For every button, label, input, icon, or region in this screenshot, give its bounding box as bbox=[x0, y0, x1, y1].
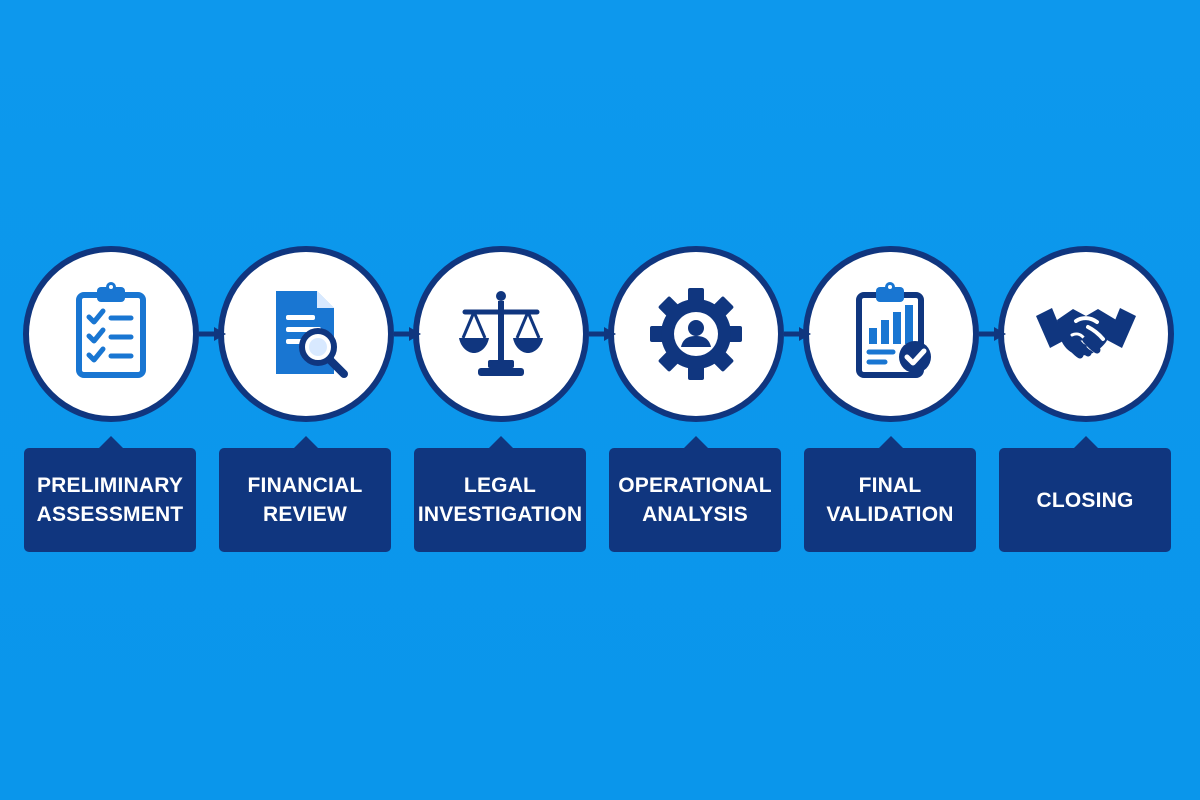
step-label-box: LEGAL INVESTIGATION bbox=[414, 448, 586, 552]
step-closing: CLOSING bbox=[998, 246, 1174, 556]
step-label: CLOSING bbox=[1036, 486, 1133, 515]
label-pointer bbox=[489, 436, 513, 448]
step-circle bbox=[803, 246, 979, 422]
step-preliminary-assessment: PRELIMINARY ASSESSMENT bbox=[23, 246, 226, 556]
step-label: PRELIMINARY ASSESSMENT bbox=[37, 471, 184, 529]
clipboard-chart-check-icon bbox=[856, 282, 931, 378]
flow-arrow bbox=[199, 324, 228, 344]
clipboard-checklist-icon bbox=[76, 282, 146, 378]
step-label: FINAL VALIDATION bbox=[826, 471, 953, 529]
step-circle bbox=[23, 246, 199, 422]
step-circle bbox=[218, 246, 394, 422]
step-label-line: ASSESSMENT bbox=[36, 503, 184, 526]
step-label-line: REVIEW bbox=[262, 503, 348, 526]
step-circle bbox=[608, 246, 784, 422]
flow-arrow bbox=[784, 324, 813, 344]
step-financial-review: FINANCIAL REVIEW bbox=[218, 246, 421, 556]
step-label: LEGAL INVESTIGATION bbox=[418, 471, 582, 529]
step-label-line: PRELIMINARY bbox=[36, 474, 184, 497]
handshake-icon bbox=[1036, 308, 1136, 359]
document-search-icon bbox=[276, 291, 348, 378]
step-label-line: VALIDATION bbox=[826, 503, 954, 526]
flow-arrow bbox=[394, 324, 423, 344]
label-pointer bbox=[294, 436, 318, 448]
scales-icon bbox=[459, 291, 543, 376]
label-pointer bbox=[879, 436, 903, 448]
flow-arrow bbox=[589, 324, 618, 344]
label-pointer bbox=[1074, 436, 1098, 448]
flow-arrow bbox=[979, 324, 1008, 344]
step-label-line: INVESTIGATION bbox=[417, 503, 583, 526]
step-label-box: OPERATIONAL ANALYSIS bbox=[609, 448, 781, 552]
step-label: OPERATIONAL ANALYSIS bbox=[618, 471, 771, 529]
step-label-line: LEGAL bbox=[463, 474, 537, 497]
step-label-box: PRELIMINARY ASSESSMENT bbox=[24, 448, 196, 552]
step-circle bbox=[998, 246, 1174, 422]
label-pointer bbox=[684, 436, 708, 448]
step-label-line: FINANCIAL bbox=[247, 474, 363, 497]
step-label-line: FINAL bbox=[858, 474, 922, 497]
step-label-line: ANALYSIS bbox=[642, 503, 748, 526]
step-label-box: CLOSING bbox=[999, 448, 1171, 552]
step-circle bbox=[413, 246, 589, 422]
step-final-validation: FINAL VALIDATION bbox=[803, 246, 1006, 556]
step-operational-analysis: OPERATIONAL ANALYSIS bbox=[608, 246, 811, 556]
label-pointer bbox=[99, 436, 123, 448]
step-legal-investigation: LEGAL INVESTIGATION bbox=[413, 246, 616, 556]
step-label-box: FINAL VALIDATION bbox=[804, 448, 976, 552]
step-label-line: OPERATIONAL bbox=[618, 474, 772, 497]
step-label-line: CLOSING bbox=[1036, 488, 1134, 512]
gear-person-icon bbox=[650, 288, 742, 380]
step-label: FINANCIAL REVIEW bbox=[248, 471, 363, 529]
step-label-box: FINANCIAL REVIEW bbox=[219, 448, 391, 552]
